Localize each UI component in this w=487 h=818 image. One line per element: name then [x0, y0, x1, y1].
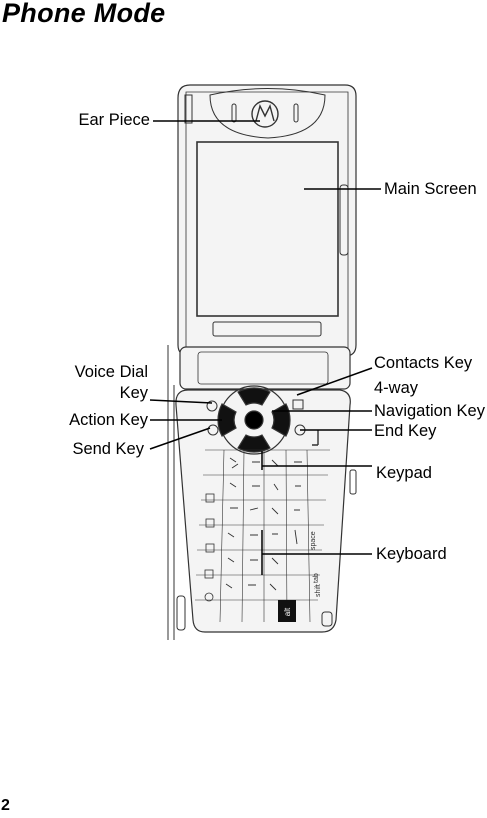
voice-dial-label-line2: Key — [119, 384, 148, 402]
space-key-label: space — [310, 531, 317, 550]
nav-key-label-line1: 4-way — [374, 379, 419, 397]
send-key-leader — [149, 427, 211, 450]
page-number: 2 — [1, 797, 10, 814]
alt-key — [278, 600, 296, 622]
ear-piece-label: Ear Piece — [78, 111, 150, 129]
keyboard-label: Keyboard — [376, 545, 447, 563]
tab-key-label: tab — [313, 573, 320, 583]
action-key-label: Action Key — [69, 411, 148, 429]
keypad-label: Keypad — [376, 464, 432, 482]
alt-key-label: alt — [283, 607, 292, 616]
end-key-label: End Key — [374, 422, 437, 440]
nav-key-label-line2: Navigation Key — [374, 402, 485, 420]
main-screen-label: Main Screen — [384, 180, 477, 198]
send-key-label: Send Key — [72, 440, 144, 458]
contacts-key-label: Contacts Key — [374, 354, 473, 372]
shift-key-label: shift — [315, 584, 322, 597]
voice-dial-label-line1: Voice Dial — [74, 363, 148, 381]
voice-dial-leader — [149, 399, 213, 404]
page-title: Phone Mode — [2, 0, 166, 28]
contacts-leader — [296, 367, 373, 396]
